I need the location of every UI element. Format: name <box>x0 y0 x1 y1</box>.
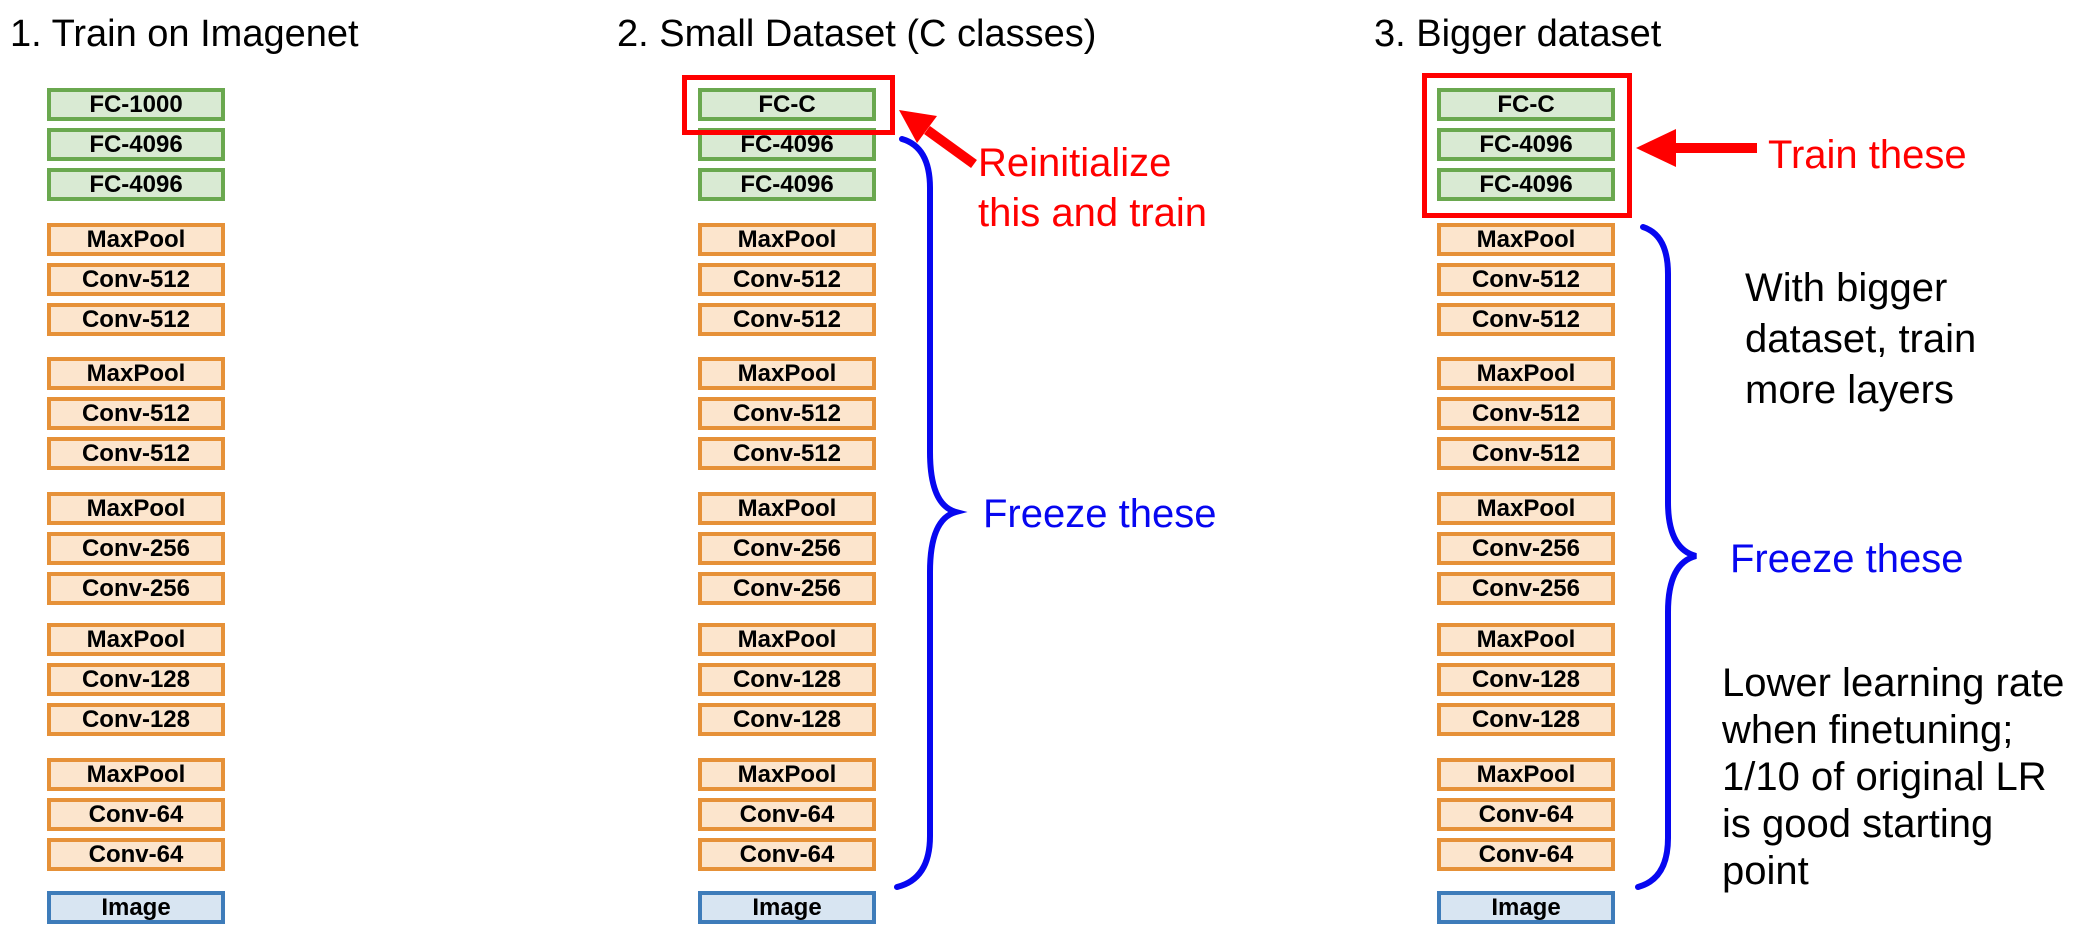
layer-box-maxpool: MaxPool <box>698 623 876 656</box>
learning-rate-note-line1: Lower learning rate <box>1722 661 2065 705</box>
bigger-dataset-note-line2: dataset, train <box>1745 317 1977 361</box>
column1-title: 1. Train on Imagenet <box>10 13 359 55</box>
layer-box-conv-512: Conv-512 <box>698 437 876 470</box>
layer-box-image: Image <box>47 891 225 924</box>
freeze-label-col2: Freeze these <box>983 492 1217 536</box>
layer-box-conv-512: Conv-512 <box>47 263 225 296</box>
bigger-dataset-note-line1: With bigger <box>1745 266 1948 310</box>
layer-box-conv-512: Conv-512 <box>1437 397 1615 430</box>
train-arrow-icon <box>1636 129 1757 167</box>
column2-title: 2. Small Dataset (C classes) <box>617 13 1097 55</box>
train-label: Train these <box>1768 133 1967 177</box>
layer-box-conv-512: Conv-512 <box>698 303 876 336</box>
layer-box-conv-128: Conv-128 <box>698 663 876 696</box>
layer-box-maxpool: MaxPool <box>698 357 876 390</box>
layer-box-fc-c: FC-C <box>698 88 876 121</box>
layer-box-conv-512: Conv-512 <box>47 397 225 430</box>
layer-box-conv-64: Conv-64 <box>47 838 225 871</box>
layer-box-maxpool: MaxPool <box>698 492 876 525</box>
layer-box-conv-512: Conv-512 <box>47 303 225 336</box>
column3-title: 3. Bigger dataset <box>1374 13 1662 55</box>
layer-box-conv-128: Conv-128 <box>47 663 225 696</box>
layer-box-conv-64: Conv-64 <box>47 798 225 831</box>
reinitialize-label: Reinitialize this and train <box>978 138 1207 238</box>
layer-box-conv-128: Conv-128 <box>1437 703 1615 736</box>
layer-box-conv-256: Conv-256 <box>47 532 225 565</box>
freeze-brace-icon-col2 <box>894 136 968 890</box>
learning-rate-note-line2: when finetuning; <box>1722 708 2014 752</box>
layer-box-conv-512: Conv-512 <box>698 263 876 296</box>
layer-box-image: Image <box>698 891 876 924</box>
layer-box-maxpool: MaxPool <box>47 492 225 525</box>
layer-box-conv-64: Conv-64 <box>1437 838 1615 871</box>
layer-box-conv-256: Conv-256 <box>698 572 876 605</box>
layer-box-fc-c: FC-C <box>1437 88 1615 121</box>
layer-box-fc-4096: FC-4096 <box>698 168 876 201</box>
reinitialize-label-line2: this and train <box>978 191 1208 235</box>
freeze-brace-icon-col3 <box>1635 224 1697 890</box>
learning-rate-note-line3: 1/10 of original LR <box>1722 755 2047 799</box>
reinitialize-highlight-box <box>682 75 895 135</box>
layer-box-maxpool: MaxPool <box>698 758 876 791</box>
bigger-dataset-note-line3: more layers <box>1745 368 1954 412</box>
layer-box-conv-512: Conv-512 <box>47 437 225 470</box>
learning-rate-note: Lower learning rate when finetuning; 1/1… <box>1722 660 2064 895</box>
layer-box-conv-64: Conv-64 <box>698 838 876 871</box>
layer-box-conv-128: Conv-128 <box>1437 663 1615 696</box>
layer-box-conv-512: Conv-512 <box>1437 437 1615 470</box>
train-highlight-box <box>1422 73 1632 218</box>
layer-box-maxpool: MaxPool <box>1437 758 1615 791</box>
layer-box-conv-64: Conv-64 <box>1437 798 1615 831</box>
learning-rate-note-line5: point <box>1722 849 1809 893</box>
learning-rate-note-line4: is good starting <box>1722 802 1994 846</box>
layer-box-conv-512: Conv-512 <box>1437 303 1615 336</box>
layer-box-maxpool: MaxPool <box>1437 623 1615 656</box>
layer-box-conv-128: Conv-128 <box>47 703 225 736</box>
layer-box-maxpool: MaxPool <box>1437 223 1615 256</box>
layer-box-conv-256: Conv-256 <box>1437 572 1615 605</box>
layer-box-image: Image <box>1437 891 1615 924</box>
layer-box-conv-512: Conv-512 <box>698 397 876 430</box>
layer-box-fc-4096: FC-4096 <box>1437 128 1615 161</box>
layer-box-maxpool: MaxPool <box>698 223 876 256</box>
layer-box-conv-512: Conv-512 <box>1437 263 1615 296</box>
layer-box-maxpool: MaxPool <box>47 758 225 791</box>
layer-box-fc-4096: FC-4096 <box>47 168 225 201</box>
bigger-dataset-note: With bigger dataset, train more layers <box>1745 263 1976 416</box>
reinitialize-arrow-icon <box>899 110 977 169</box>
layer-box-maxpool: MaxPool <box>47 223 225 256</box>
layer-box-maxpool: MaxPool <box>1437 492 1615 525</box>
layer-box-maxpool: MaxPool <box>47 623 225 656</box>
reinitialize-label-line1: Reinitialize <box>978 141 1172 185</box>
layer-box-fc-1000: FC-1000 <box>47 88 225 121</box>
layer-box-maxpool: MaxPool <box>1437 357 1615 390</box>
freeze-label-col3: Freeze these <box>1730 537 1964 581</box>
layer-box-conv-256: Conv-256 <box>698 532 876 565</box>
layer-box-conv-256: Conv-256 <box>47 572 225 605</box>
layer-box-conv-64: Conv-64 <box>698 798 876 831</box>
layer-box-conv-256: Conv-256 <box>1437 532 1615 565</box>
layer-box-maxpool: MaxPool <box>47 357 225 390</box>
layer-box-fc-4096: FC-4096 <box>1437 168 1615 201</box>
layer-box-fc-4096: FC-4096 <box>47 128 225 161</box>
layer-box-conv-128: Conv-128 <box>698 703 876 736</box>
